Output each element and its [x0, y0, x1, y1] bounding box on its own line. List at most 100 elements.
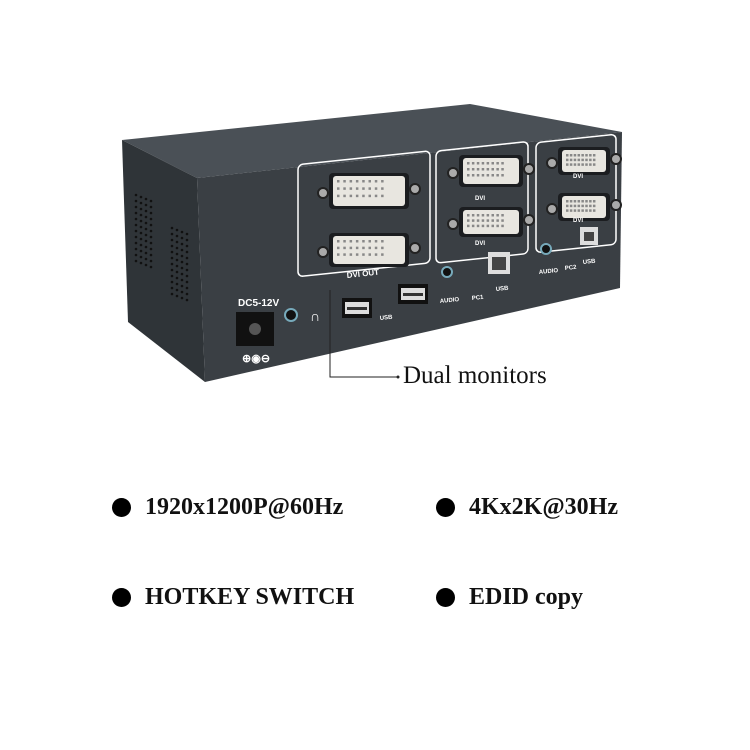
vent-hole [180, 236, 184, 240]
bullet-icon [112, 588, 131, 607]
callout-leader-line [329, 290, 398, 378]
vent-hole [149, 241, 153, 245]
vent-hole [134, 229, 138, 233]
vent-hole [180, 272, 184, 276]
thumbscrew [523, 214, 535, 226]
vent-hole [175, 282, 179, 286]
vent-hole [175, 276, 179, 280]
callout-dot [396, 375, 400, 379]
vent-hole [149, 229, 153, 233]
vent-hole [144, 233, 148, 237]
device-side-face [122, 140, 205, 382]
pc1-label: PC1 [472, 295, 485, 302]
vent-hole [170, 292, 174, 296]
dvi-port [447, 207, 535, 237]
bullet-icon [436, 498, 455, 517]
vent-hole [139, 237, 143, 241]
usb-label: USB [380, 315, 394, 322]
vent-hole [170, 244, 174, 248]
dvi-port [317, 233, 421, 267]
vent-hole [175, 246, 179, 250]
vent-hole [139, 207, 143, 211]
pc1-audio-jack [441, 266, 453, 278]
vent-hole [134, 205, 138, 209]
vent-hole [149, 265, 153, 269]
vent-hole [180, 266, 184, 270]
feature-item: 4Kx2K@30Hz [436, 494, 618, 521]
thumbscrew [610, 153, 622, 165]
vent-hole [180, 242, 184, 246]
vent-hole [139, 201, 143, 205]
pc1-dvi-label-2: DVI [475, 241, 485, 247]
dvi-port [546, 147, 622, 175]
pc2-dvi-label-1: DVI [573, 174, 583, 180]
feature-4k: 4Kx2K@30Hz [469, 494, 618, 520]
thumbscrew [447, 218, 459, 230]
vent-hole [185, 298, 189, 302]
vent-hole [170, 274, 174, 278]
vent-hole [175, 228, 179, 232]
power-label: DC5-12V [238, 298, 279, 309]
vent-hole [185, 262, 189, 266]
vent-hole [144, 257, 148, 261]
dvi-port [546, 193, 622, 221]
thumbscrew [409, 183, 421, 195]
pc2-audio-jack [540, 243, 552, 255]
vent-hole [149, 205, 153, 209]
vent-hole [170, 262, 174, 266]
vent-hole [144, 197, 148, 201]
vent-hole [139, 213, 143, 217]
vent-hole [149, 199, 153, 203]
vent-hole [180, 278, 184, 282]
vent-hole [175, 252, 179, 256]
vent-hole [170, 256, 174, 260]
feature-hotkey: HOTKEY SWITCH [145, 584, 355, 610]
callout-dual-monitors: Dual monitors [403, 362, 547, 389]
device-top-face [122, 104, 622, 178]
vent-hole [149, 223, 153, 227]
thumbscrew [317, 187, 329, 199]
vent-hole [134, 193, 138, 197]
bullet-icon [436, 588, 455, 607]
vent-hole [180, 254, 184, 258]
vent-hole [170, 238, 174, 242]
vent-hole [134, 199, 138, 203]
vent-hole [180, 230, 184, 234]
vent-hole [180, 284, 184, 288]
vent-hole [149, 217, 153, 221]
pc1-usb-label: USB [496, 286, 510, 293]
vent-hole [134, 247, 138, 251]
vent-hole [139, 261, 143, 265]
feature-edid: EDID copy [469, 584, 584, 610]
device-front-face [197, 132, 622, 382]
vent-hole [139, 195, 143, 199]
vent-hole [170, 232, 174, 236]
vent-hole [144, 209, 148, 213]
feature-resolution: 1920x1200P@60Hz [145, 494, 344, 520]
headphone-icon: ∩ [310, 308, 320, 324]
vent-hole [185, 280, 189, 284]
vent-hole [175, 270, 179, 274]
vent-hole [149, 259, 153, 263]
vent-hole [185, 244, 189, 248]
vent-hole [175, 294, 179, 298]
pc2-audio-label: AUDIO [539, 268, 559, 276]
dvi-port [317, 173, 421, 209]
dvi-out-panel [297, 150, 431, 277]
vent-hole [134, 235, 138, 239]
pc2-label: PC2 [565, 265, 578, 272]
vent-hole [185, 292, 189, 296]
feature-item: HOTKEY SWITCH [112, 584, 354, 611]
pc2-panel [535, 133, 617, 253]
kvm-switch-product-image: ∩ DC5-12V ⊕◉⊖ DVI OUT USB DVI DVI AUDIO … [122, 104, 622, 382]
connectors [317, 147, 622, 318]
audio-jack-out [284, 308, 298, 322]
vent-hole [170, 280, 174, 284]
thumbscrew [317, 246, 329, 258]
vent-hole [185, 232, 189, 236]
vent-hole [144, 203, 148, 207]
vent-hole [149, 247, 153, 251]
vent-hole [134, 253, 138, 257]
vent-hole [185, 238, 189, 242]
vent-hole [144, 227, 148, 231]
